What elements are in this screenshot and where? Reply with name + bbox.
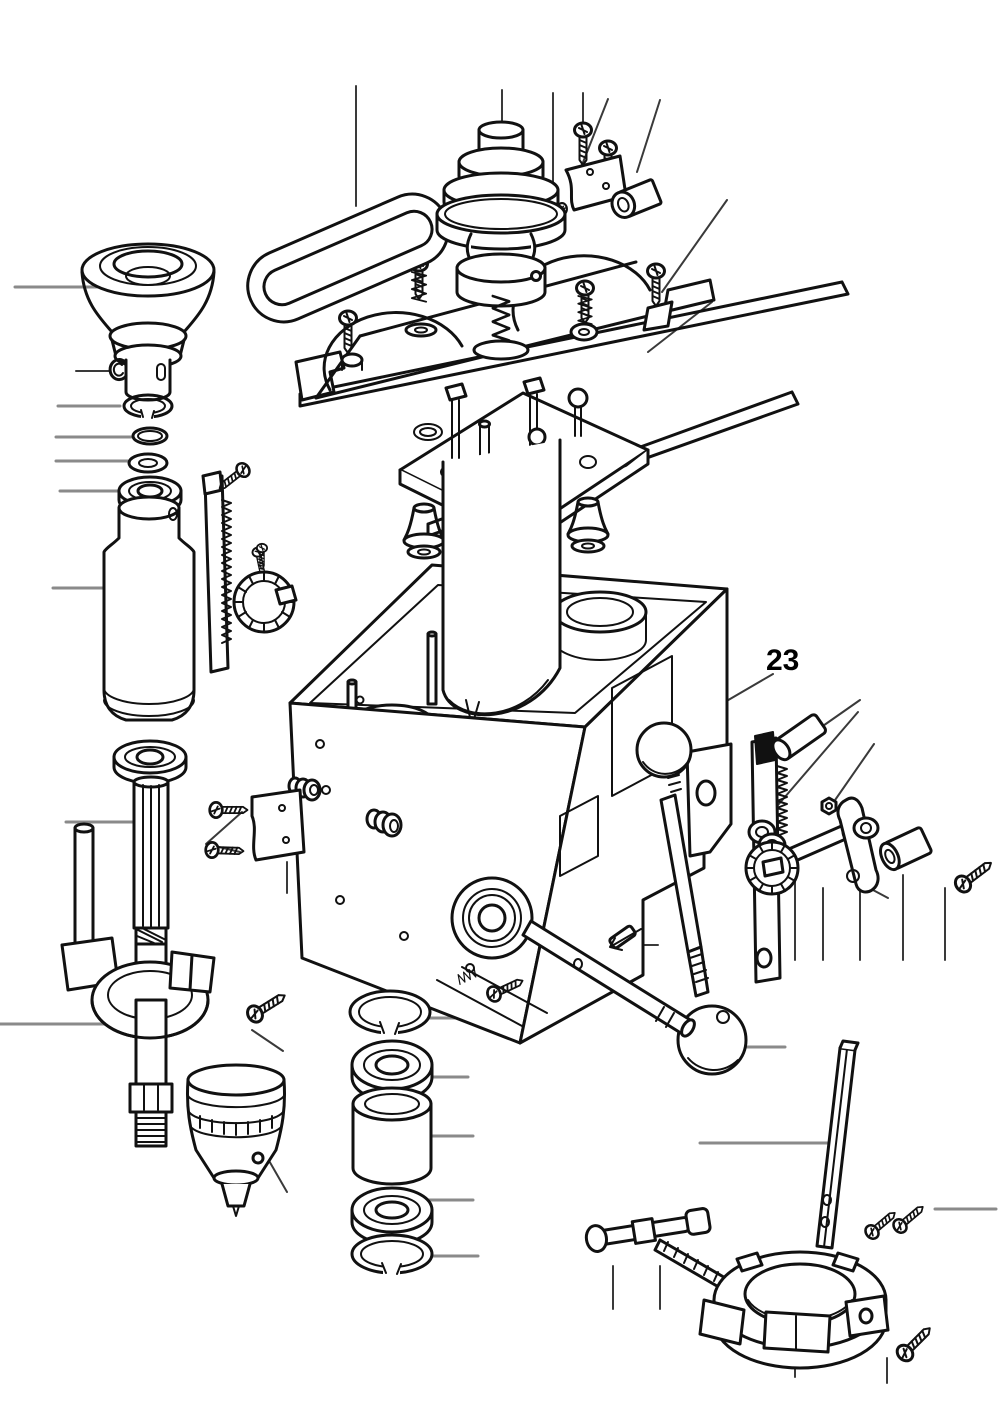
drill-chuck [186,1063,286,1217]
washer [127,452,169,474]
lever-screw [950,854,998,897]
table-support-bar [521,919,696,1038]
leader-lines [0,85,998,1384]
drive-belt [246,192,450,324]
ball-bearing [350,1186,434,1246]
clamp-ring-screw [892,1320,938,1366]
rack [201,470,232,674]
snap-ring [350,1233,434,1276]
pinion-gear [744,840,800,896]
quill [102,495,196,722]
feed-knob [635,721,693,793]
bearing-spacer-sleeve [351,1086,433,1186]
head-casting [287,587,729,1045]
bearing-stack [348,989,434,1276]
switch-block [204,788,306,862]
snap-ring [122,393,174,420]
roller-pin [771,713,827,762]
motor-pulley [435,120,567,361]
spindle-shaft-lower [90,998,210,1148]
bar-screws [861,1200,929,1243]
tension-lever [836,796,880,894]
depth-rod [73,822,95,960]
snap-ring [348,989,432,1036]
feed-hub-bracket [685,742,733,858]
hub-boss-bearing [450,876,534,960]
grommet [365,808,403,838]
column-clamp-ring [698,1250,890,1370]
spindle-pulley [80,242,216,402]
seal-ring [131,426,169,446]
callout-label-23: 23 [766,644,799,677]
rubber-bumper [566,496,610,554]
spacer-sleeve [879,826,933,872]
pinion-gear [232,542,298,634]
plate-screws [338,121,666,371]
hex-nut [820,796,838,816]
retaining-clip [108,358,128,382]
lower-bearing [112,739,188,785]
collar-screw [243,986,291,1027]
roll-pin [608,924,642,951]
quill-tube [441,438,562,727]
bushing-spacer [610,178,663,219]
depth-scale-bar [815,1039,860,1250]
handle-ball [676,1004,748,1076]
